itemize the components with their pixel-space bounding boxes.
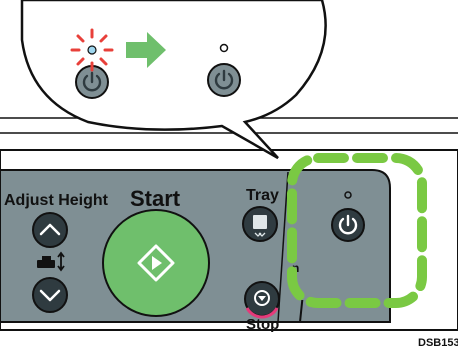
adjust-down-button[interactable]: [33, 278, 67, 312]
adjust-up-button[interactable]: [33, 213, 67, 247]
stop-button[interactable]: [245, 282, 279, 317]
start-label: Start: [130, 186, 181, 211]
power-icon-blinking: [72, 30, 112, 70]
tray-button[interactable]: [243, 207, 277, 241]
tray-label: Tray: [246, 187, 279, 204]
steady-power-button: [208, 64, 240, 96]
doc-code: DSB153: [418, 337, 458, 349]
adjust-height-label: Adjust Height: [4, 192, 109, 209]
start-button[interactable]: [103, 210, 209, 316]
stop-label: Stop: [246, 316, 279, 333]
power-button[interactable]: [332, 209, 364, 241]
